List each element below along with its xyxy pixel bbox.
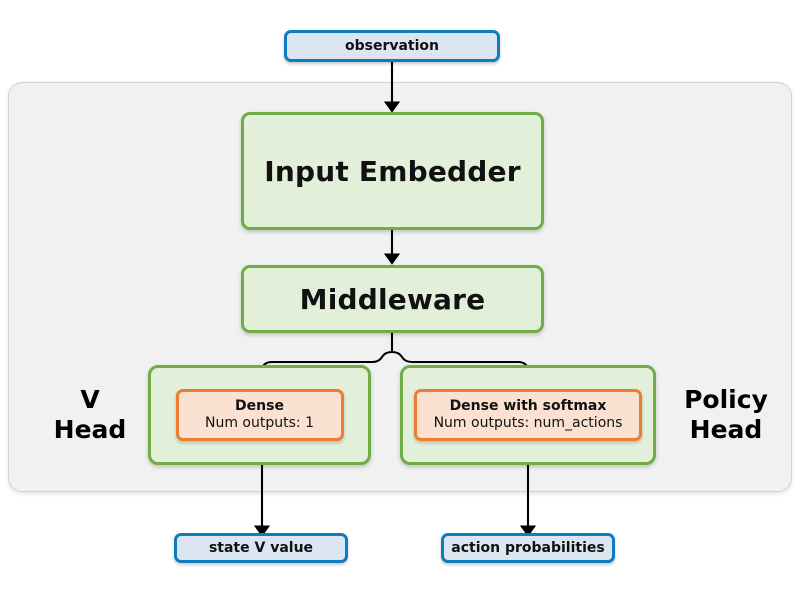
node-policy-head[interactable]: Dense with softmax Num outputs: num_acti… (400, 365, 656, 465)
node-policy-head-dense[interactable]: Dense with softmax Num outputs: num_acti… (414, 389, 642, 441)
node-action-probabilities-label: action probabilities (451, 540, 605, 556)
node-state-v-value[interactable]: state V value (174, 533, 348, 563)
node-middleware-label: Middleware (299, 282, 486, 316)
node-input-embedder-label: Input Embedder (264, 154, 521, 188)
node-v-head-dense-subtitle: Num outputs: 1 (205, 415, 314, 431)
node-v-head-dense[interactable]: Dense Num outputs: 1 (175, 389, 344, 441)
node-policy-head-dense-subtitle: Num outputs: num_actions (433, 415, 623, 431)
node-observation[interactable]: observation (284, 30, 500, 62)
node-observation-label: observation (344, 38, 440, 54)
node-policy-head-dense-title: Dense with softmax (449, 397, 607, 414)
label-v-head: V Head (53, 385, 127, 444)
node-v-head-dense-title: Dense (235, 397, 284, 414)
node-input-embedder[interactable]: Input Embedder (241, 112, 544, 230)
node-v-head[interactable]: Dense Num outputs: 1 (148, 365, 371, 465)
node-middleware[interactable]: Middleware (241, 265, 544, 333)
node-action-probabilities[interactable]: action probabilities (441, 533, 615, 563)
node-state-v-value-label: state V value (208, 540, 314, 556)
label-policy-head: Policy Head (684, 385, 768, 444)
